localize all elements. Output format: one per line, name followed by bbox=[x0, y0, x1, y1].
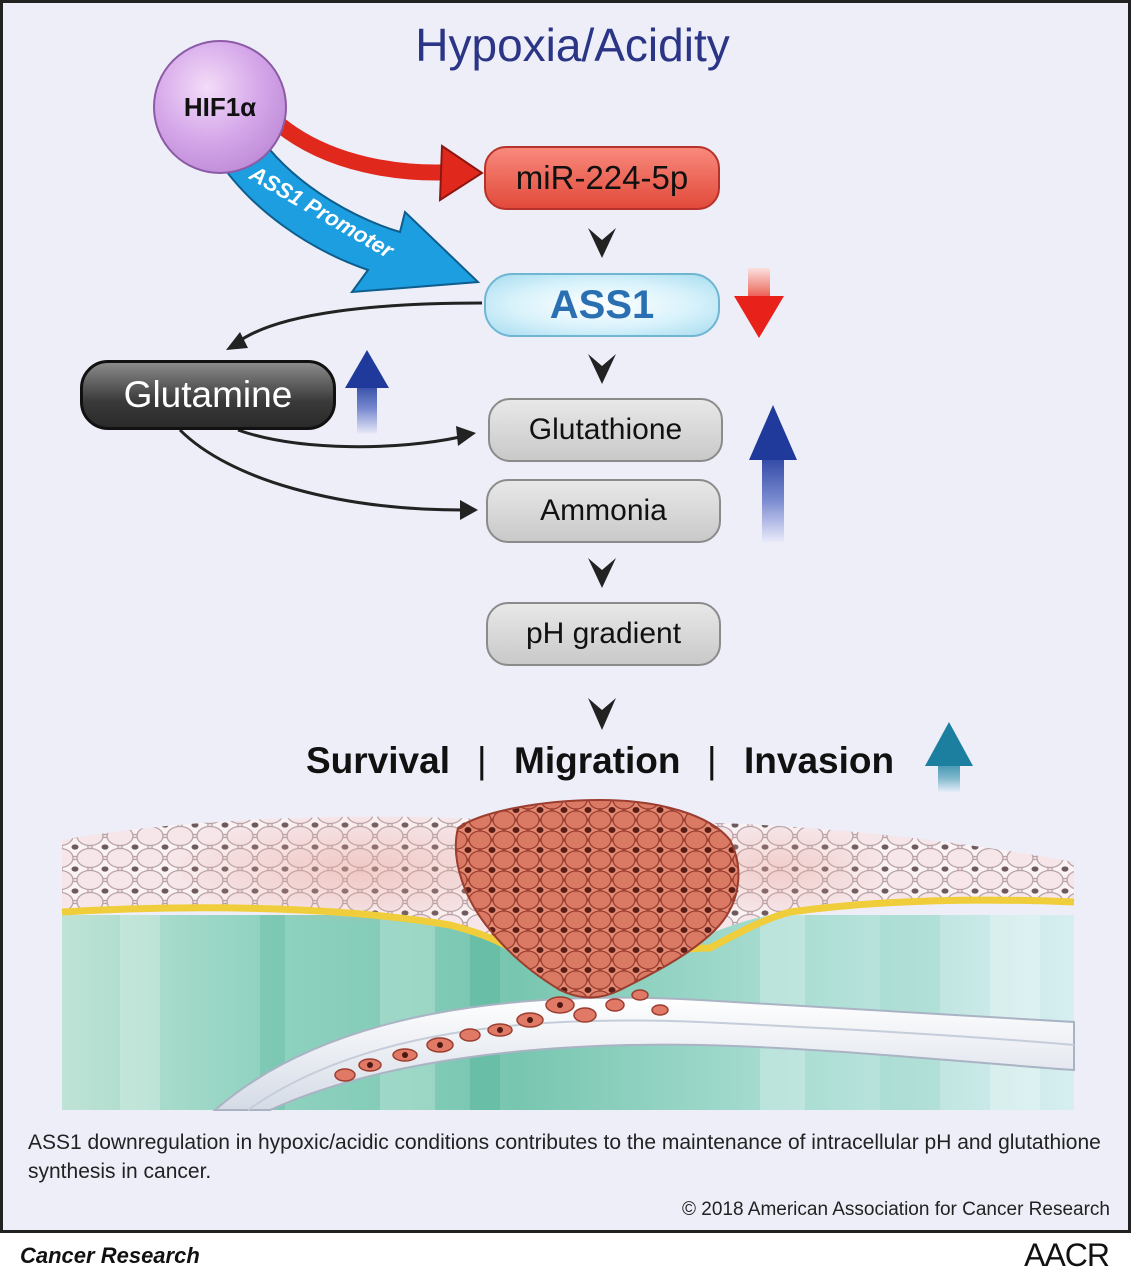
ph-gradient-node: pH gradient bbox=[486, 602, 721, 666]
metabolite-up-arrowhead bbox=[749, 405, 797, 460]
outcome-invasion: Invasion bbox=[744, 740, 895, 781]
ass1-to-glutamine-line bbox=[237, 301, 483, 344]
tissue-illustration bbox=[61, 798, 1075, 1111]
glutamine-label: Glutamine bbox=[123, 374, 293, 415]
outcome-separator-1: | bbox=[477, 740, 487, 781]
blood-vessel bbox=[212, 996, 1075, 1111]
glutamine-node: Glutamine bbox=[80, 360, 336, 430]
glutamine-to-ammonia-arrowhead bbox=[460, 500, 478, 520]
ammonia-node: Ammonia bbox=[486, 479, 721, 543]
mir-node: miR-224-5p bbox=[484, 146, 720, 210]
invading-cell-nuclei bbox=[367, 1002, 563, 1068]
chevron-ass1-gsh bbox=[588, 354, 616, 384]
outcome-migration: Migration bbox=[514, 740, 681, 781]
ph-gradient-label: pH gradient bbox=[525, 617, 682, 650]
outcome-survival: Survival bbox=[306, 740, 450, 781]
hif-to-mir-arrowhead bbox=[438, 144, 484, 202]
outcome-separator-2: | bbox=[707, 740, 717, 781]
ass1-label: ASS1 bbox=[549, 282, 655, 327]
glutamine-up-arrow-shaft bbox=[357, 378, 377, 434]
glutamine-to-ammonia-line bbox=[178, 428, 463, 512]
ass1-node: ASS1 bbox=[484, 273, 720, 337]
glutathione-label: Glutathione bbox=[528, 413, 683, 446]
glutamine-to-gsh-arrowhead bbox=[456, 426, 476, 446]
glutamine-up-arrowhead bbox=[345, 350, 389, 388]
chevron-mir-ass1 bbox=[588, 228, 616, 258]
ammonia-label: Ammonia bbox=[540, 494, 667, 527]
footer-bar bbox=[0, 1230, 1131, 1280]
mir-label: miR-224-5p bbox=[515, 159, 689, 196]
journal-name: Cancer Research bbox=[20, 1243, 200, 1268]
glutamine-to-gsh-line bbox=[237, 428, 461, 449]
aacr-logo: AACR bbox=[1024, 1237, 1110, 1273]
metabolite-up-arrow-shaft bbox=[762, 448, 784, 542]
promoter-arrow bbox=[213, 138, 481, 294]
tumor-mass bbox=[454, 798, 740, 999]
chevron-amm-ph bbox=[588, 558, 616, 588]
diagram-title: Hypoxia/Acidity bbox=[415, 19, 730, 71]
glutathione-node: Glutathione bbox=[488, 398, 723, 462]
hif-to-mir-arrow-shaft bbox=[272, 117, 463, 181]
figure-caption: ASS1 downregulation in hypoxic/acidic co… bbox=[28, 1131, 1101, 1183]
ass1-to-glutamine-arrowhead bbox=[226, 332, 248, 350]
ass1-down-arrowhead bbox=[734, 296, 784, 338]
flow-chevrons bbox=[588, 228, 616, 730]
chevron-ph-outcomes bbox=[588, 698, 616, 730]
copyright-notice: © 2018 American Association for Cancer R… bbox=[682, 1199, 1110, 1220]
hif1a-label: HIF1α bbox=[183, 91, 257, 122]
hif1a-node: HIF1α bbox=[153, 40, 287, 174]
outcome-up-arrowhead bbox=[925, 722, 973, 766]
vessel-lumen-line bbox=[247, 1019, 1075, 1111]
